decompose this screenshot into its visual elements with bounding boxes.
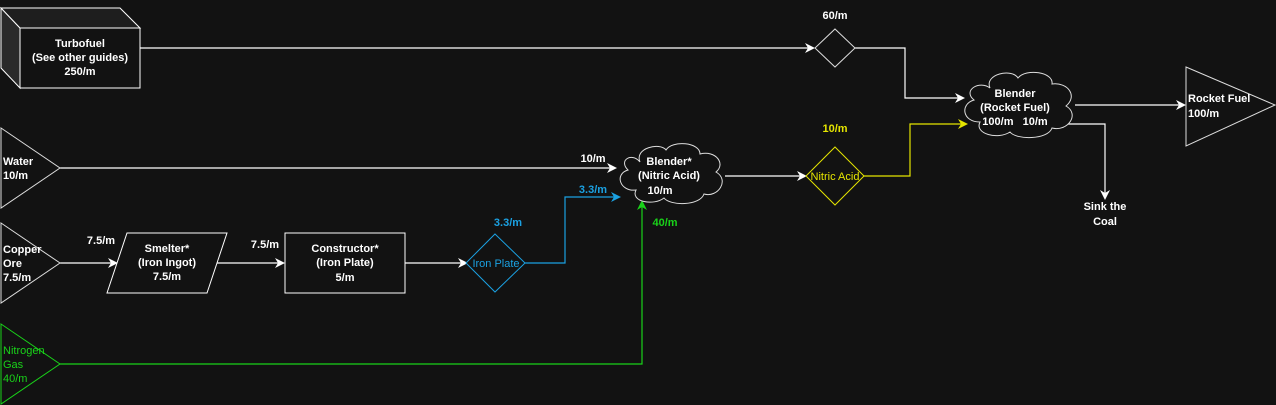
edge-plate-to-blender-nitric[interactable]	[525, 192, 621, 264]
node-nitrogen-gas[interactable]: Nitrogen Gas 40/m	[0, 323, 61, 405]
nitrogen-label-1: Nitrogen	[3, 345, 45, 357]
node-blender-rocket-fuel[interactable]: Blender (Rocket Fuel) 100/m 10/m	[964, 71, 1073, 138]
turbofuel-subtitle: (See other guides)	[32, 52, 128, 64]
node-turbofuel-split[interactable]: 60/m	[814, 10, 856, 68]
sink-label-1: Sink the	[1084, 201, 1127, 213]
blender-nitric-recipe: (Nitric Acid)	[638, 170, 700, 182]
nitric-acid-rate: 10/m	[822, 123, 847, 135]
edge-blender-rocket-to-sink[interactable]	[1068, 123, 1110, 200]
rocket-fuel-label: Rocket Fuel	[1188, 93, 1250, 105]
water-label: Water	[3, 156, 34, 168]
nitric-acid-label: Nitric Acid	[811, 171, 860, 183]
edge-label-ore-to-smelter: 7.5/m	[87, 235, 115, 247]
iron-plate-rate: 3.3/m	[494, 217, 522, 229]
constructor-title: Constructor*	[311, 243, 379, 255]
edge-nitrogen-to-blender-nitric[interactable]	[60, 200, 647, 365]
edge-acid-to-blender-rocket[interactable]	[863, 119, 968, 177]
node-constructor[interactable]: Constructor* (Iron Plate) 5/m	[284, 232, 406, 294]
edge-label-water-to-blender: 10/m	[580, 153, 605, 165]
edge-label-plate-to-blender: 3.3/m	[579, 184, 607, 196]
node-smelter[interactable]: Smelter* (Iron Ingot) 7.5/m	[106, 232, 228, 294]
node-sink[interactable]: Sink the Coal	[1084, 201, 1127, 228]
iron-plate-label: Iron Plate	[472, 258, 519, 270]
blender-nitric-title: Blender*	[646, 156, 692, 168]
water-rate: 10/m	[3, 170, 28, 182]
copper-ore-label-1: Copper	[3, 244, 42, 256]
smelter-rate: 7.5/m	[153, 271, 181, 283]
turbofuel-rate: 250/m	[64, 66, 95, 78]
edge-label-nitrogen-to-blender: 40/m	[652, 217, 677, 229]
rocket-fuel-rate: 100/m	[1188, 108, 1219, 120]
node-copper-ore[interactable]: Copper Ore 7.5/m	[0, 222, 61, 304]
blender-rocket-recipe: (Rocket Fuel)	[980, 102, 1050, 114]
sink-label-2: Coal	[1093, 216, 1117, 228]
blender-rocket-title: Blender	[995, 88, 1037, 100]
nitrogen-label-2: Gas	[3, 359, 24, 371]
smelter-recipe: (Iron Ingot)	[138, 257, 196, 269]
blender-nitric-rate: 10/m	[647, 185, 672, 197]
nitrogen-rate: 40/m	[3, 373, 27, 385]
node-water[interactable]: Water 10/m	[0, 127, 61, 209]
edge-label-smelter-to-constructor: 7.5/m	[251, 239, 279, 251]
copper-ore-rate: 7.5/m	[3, 272, 31, 284]
node-rocket-fuel[interactable]: Rocket Fuel 100/m	[1185, 66, 1276, 147]
node-nitric-acid[interactable]: Nitric Acid 10/m	[805, 123, 865, 206]
node-blender-nitric-acid[interactable]: Blender* (Nitric Acid) 10/m	[619, 143, 723, 204]
turbofuel-title: Turbofuel	[55, 38, 105, 50]
copper-ore-label-2: Ore	[3, 258, 22, 270]
constructor-rate: 5/m	[336, 272, 355, 284]
node-turbofuel[interactable]: Turbofuel (See other guides) 250/m	[0, 6, 142, 90]
node-iron-plate[interactable]: Iron Plate 3.3/m	[465, 217, 526, 293]
edge-split-to-blender-rocket[interactable]	[855, 47, 965, 103]
constructor-recipe: (Iron Plate)	[316, 257, 374, 269]
blender-rocket-rates: 100/m 10/m	[982, 116, 1048, 128]
split-rate: 60/m	[822, 10, 847, 22]
edges	[60, 43, 1186, 365]
smelter-title: Smelter*	[145, 243, 190, 255]
